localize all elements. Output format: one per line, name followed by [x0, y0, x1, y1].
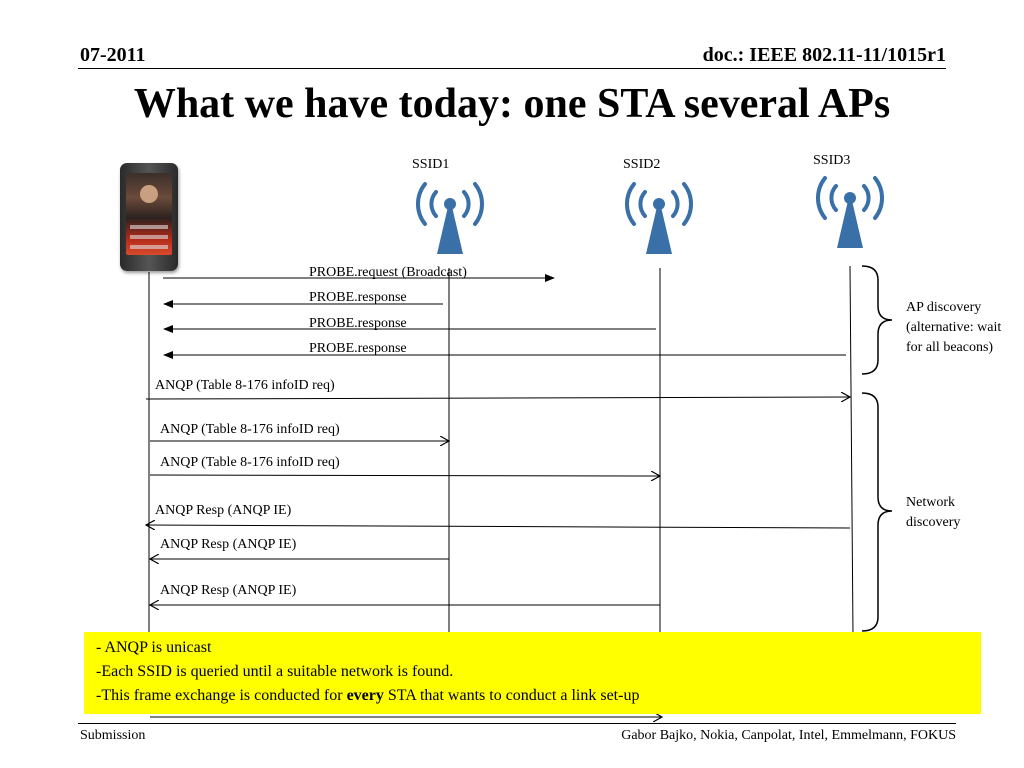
footer-submission: Submission [80, 728, 146, 743]
sta-phone-icon [120, 163, 178, 271]
note-text: -This frame exchange is conducted for [96, 687, 347, 704]
message-label: ANQP (Table 8-176 infoID req) [160, 455, 340, 470]
note-line: -Each SSID is queried until a suitable n… [96, 663, 454, 680]
header-date: 07-2011 [80, 44, 146, 66]
message-label: ANQP Resp (ANQP IE) [160, 537, 297, 552]
message-label: PROBE.response [309, 316, 407, 331]
message-label: PROBE.request (Broadcast) [309, 265, 467, 280]
footer-authors: Gabor Bajko, Nokia, Canpolat, Intel, Emm… [621, 728, 956, 743]
brace-ap-discovery [861, 265, 893, 375]
note-emphasis: every [346, 687, 384, 704]
arrow-anqp-req-ssid2 [149, 475, 660, 476]
arrow-anqp-resp-ssid3 [146, 525, 851, 528]
antenna-ssid2-icon [624, 182, 694, 254]
lifeline-ssid3 [849, 265, 854, 636]
ssid3-label: SSID3 [813, 153, 851, 168]
antenna-ssid1-icon [415, 182, 485, 254]
brace-network-discovery [861, 392, 893, 632]
arrow-anqp-req-ssid3 [145, 397, 850, 399]
header-doc-id: doc.: IEEE 802.11-11/1015r1 [702, 44, 946, 66]
network-discovery-label: Network discovery [906, 495, 961, 530]
message-label: ANQP Resp (ANQP IE) [160, 583, 297, 598]
message-label: ANQP Resp (ANQP IE) [155, 503, 292, 518]
note-box: - ANQP is unicast -Each SSID is queried … [84, 632, 981, 714]
message-label: ANQP (Table 8-176 infoID req) [160, 422, 340, 437]
message-label: PROBE.response [309, 341, 407, 356]
note-line: - ANQP is unicast [96, 639, 212, 656]
note-line: -This frame exchange is conducted for ev… [96, 684, 981, 708]
message-label: ANQP (Table 8-176 infoID req) [155, 378, 335, 393]
header-rule [78, 68, 946, 69]
ap-discovery-label: AP discovery (alternative: wait for all … [906, 300, 1002, 355]
message-label: PROBE.response [309, 290, 407, 305]
ssid2-label: SSID2 [623, 157, 661, 172]
note-text: STA that wants to conduct a link set-up [383, 687, 640, 704]
footer-rule [78, 723, 956, 724]
slide-title: What we have today: one STA several APs [133, 81, 891, 127]
antenna-ssid3-icon [815, 176, 885, 248]
ssid1-label: SSID1 [412, 157, 450, 172]
